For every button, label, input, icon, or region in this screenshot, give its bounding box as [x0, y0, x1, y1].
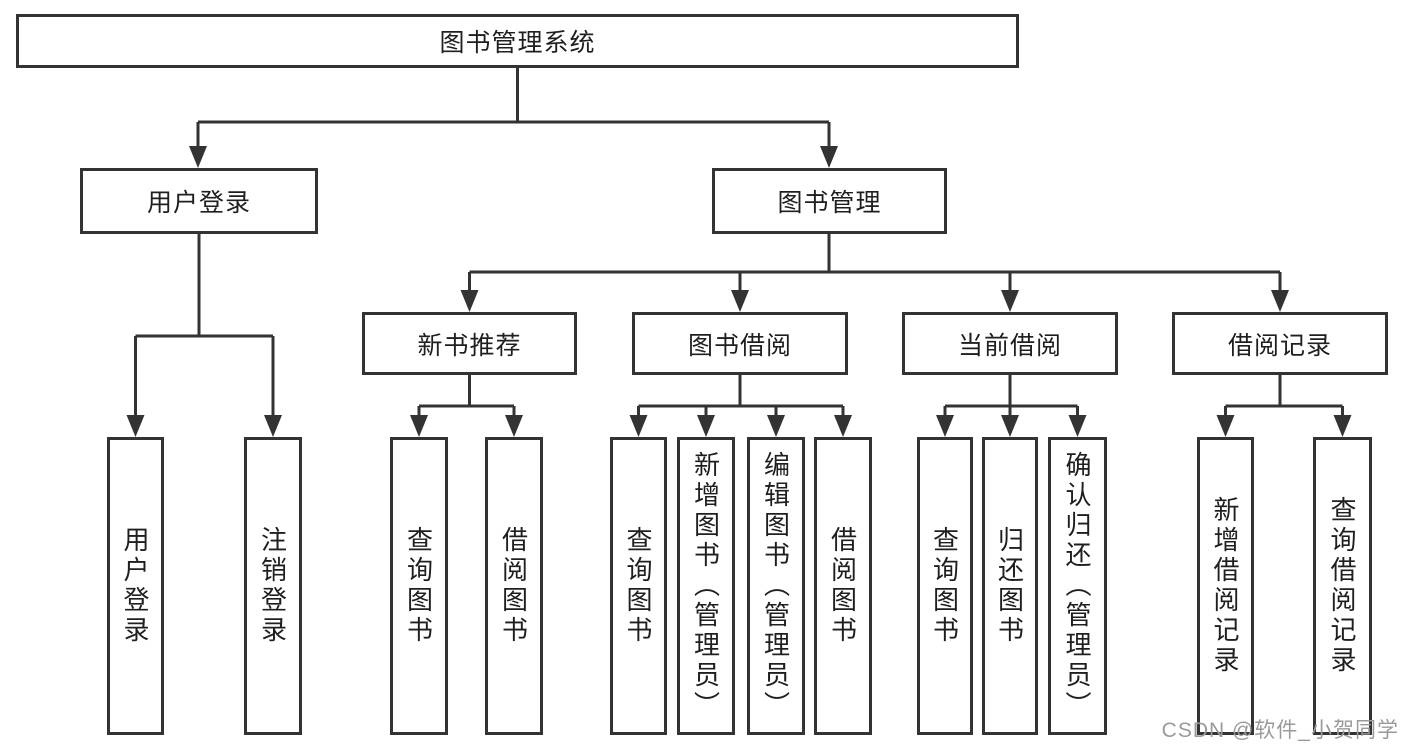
- leaf-label: 新增图书（管理员）: [690, 451, 721, 721]
- leaf-label: 查询图书: [623, 526, 653, 646]
- leaf-user-login: 用户登录: [107, 437, 164, 735]
- leaf-query-books-recommend: 查询图书: [390, 437, 448, 735]
- leaf-label: 用户登录: [120, 526, 150, 646]
- node-borrowing-records: 借阅记录: [1172, 312, 1388, 375]
- leaf-return-books: 归还图书: [982, 437, 1038, 735]
- node-new-book-recommendation: 新书推荐: [362, 312, 577, 375]
- csdn-watermark: CSDN @软件_小贺同学: [1161, 719, 1399, 742]
- leaf-logout: 注销登录: [244, 437, 302, 735]
- arrowheads: [126, 146, 1352, 437]
- leaf-label: 新增借阅记录: [1210, 496, 1240, 676]
- node-label: 图书管理: [777, 189, 882, 217]
- leaf-label: 查询图书: [929, 526, 960, 646]
- leaf-label: 编辑图书（管理员）: [760, 451, 791, 721]
- leaf-confirm-return-admin: 确认归还（管理员）: [1048, 437, 1107, 735]
- leaf-label: 确认归还（管理员）: [1062, 451, 1092, 721]
- leaf-label: 查询借阅记录: [1327, 496, 1357, 676]
- node-book-borrowing: 图书借阅: [632, 312, 848, 375]
- node-user-login: 用户登录: [80, 168, 318, 234]
- leaf-borrow-books-recommend: 借阅图书: [485, 437, 543, 735]
- leaf-query-borrow-record: 查询借阅记录: [1313, 437, 1372, 735]
- node-current-borrowing: 当前借阅: [902, 312, 1118, 375]
- node-label: 当前借阅: [957, 331, 1062, 360]
- leaf-borrow-books: 借阅图书: [814, 437, 872, 735]
- leaf-query-books-current: 查询图书: [917, 437, 973, 735]
- leaf-edit-book-admin: 编辑图书（管理员）: [747, 437, 805, 735]
- node-label: 用户登录: [146, 189, 251, 217]
- leaf-label: 借阅图书: [498, 526, 529, 646]
- node-label: 图书借阅: [687, 331, 792, 360]
- leaf-label: 查询图书: [403, 526, 434, 646]
- leaf-query-books-borrow: 查询图书: [610, 437, 667, 735]
- node-label: 新书推荐: [417, 331, 522, 360]
- node-book-management: 图书管理: [712, 168, 947, 234]
- node-label: 图书管理系统: [439, 29, 596, 57]
- leaf-label: 归还图书: [994, 526, 1025, 646]
- node-library-management-system: 图书管理系统: [16, 14, 1019, 68]
- leaf-add-borrow-record: 新增借阅记录: [1197, 437, 1254, 735]
- leaf-label: 借阅图书: [827, 526, 858, 646]
- node-label: 借阅记录: [1227, 331, 1332, 360]
- leaf-label: 注销登录: [257, 526, 288, 646]
- leaf-add-book-admin: 新增图书（管理员）: [677, 437, 735, 735]
